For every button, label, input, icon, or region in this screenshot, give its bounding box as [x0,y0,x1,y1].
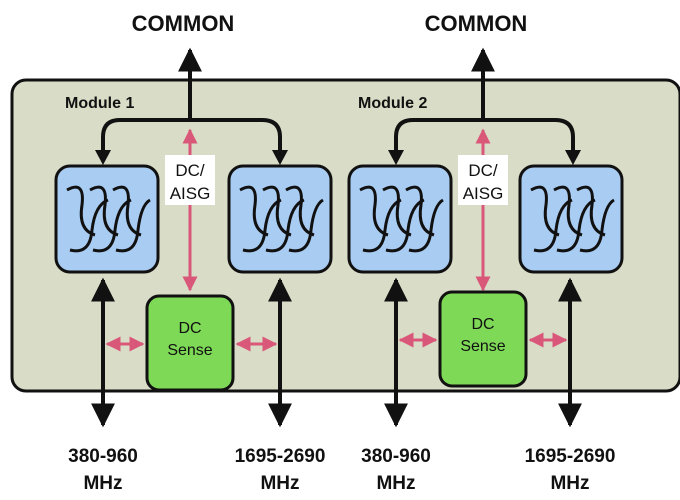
module-1-dc-sense-line1: DC [178,320,201,337]
module-2-combiner-left-arrowhead [388,150,404,165]
module-1-high-band-label: 1695-2690 [235,446,326,467]
module-1-combiner-bracket [101,118,282,160]
module-1-dc-aisg-line2: AISG [170,184,211,203]
module-2-high-band-filter [518,164,624,274]
module-2-dc-sense-line1: DC [471,316,494,333]
module-2-combiner-bracket [394,118,575,160]
module-2-low-band-unit: MHz [376,473,415,494]
module-2-label: Module 2 [358,95,427,112]
module-1-combiner-right-arrowhead [272,150,288,165]
module-2-dc-aisg-line1: DC/ [468,161,498,180]
module-2-high-band-unit: MHz [550,473,589,494]
module-2-low-band-label: 380-960 [361,446,431,467]
module-2-common-label: COMMON [425,11,528,36]
module-2-dc-sense-box: DC Sense [438,290,528,388]
module-1-low-band-unit: MHz [83,473,122,494]
module-2-low-band-filter [347,164,453,274]
module-2-dc-aisg-line2: AISG [463,184,504,203]
module-1-common-label: COMMON [132,11,235,36]
module-1-label: Module 1 [65,95,134,112]
module-2-dc-aisg-label-bg [458,155,508,205]
module-1-dc-sense-box: DC Sense [145,294,235,392]
module-1-low-band-filter [54,164,160,274]
bandpass-filter-icon [66,185,151,253]
module-2-combiner-right-arrowhead [565,150,581,165]
module-1: Module 1 COMMON DC/ AISG [54,11,333,494]
module-2: Module 2 COMMON DC/ AISG [347,11,624,494]
module-1-combiner-left-arrowhead [95,150,111,165]
module-1-high-band-filter [227,164,333,274]
module-1-dc-aisg-line1: DC/ [175,161,205,180]
module-1-dc-sense-line2: Sense [167,342,212,359]
module-1-dc-aisg-label-bg [165,155,215,205]
bandpass-filter-icon [359,185,444,253]
module-2-high-band-label: 1695-2690 [525,446,616,467]
bandpass-filter-icon [530,185,615,253]
module-1-low-band-label: 380-960 [68,446,138,467]
module-2-dc-sense-line2: Sense [460,338,505,355]
module-1-high-band-unit: MHz [260,473,299,494]
bandpass-filter-icon [239,185,324,253]
